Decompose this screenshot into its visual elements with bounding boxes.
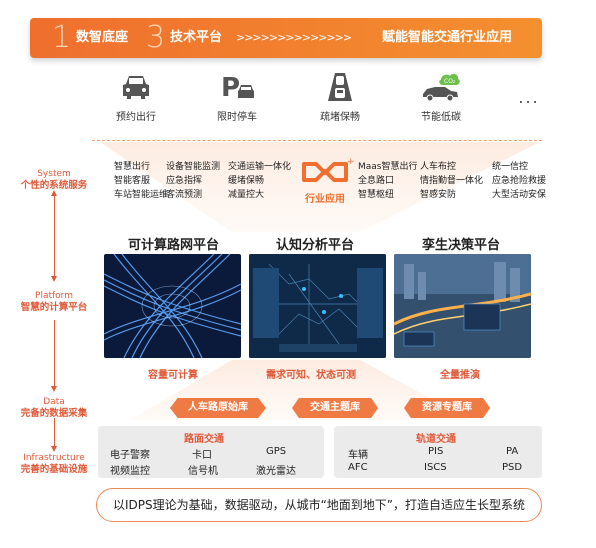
app-label: 限时停车 xyxy=(217,112,257,123)
system-item: 统一信控 xyxy=(492,162,529,172)
top-banner: 1 数智底座 3 技术平台 >>>>>>>>>>>>>> 赋能智能交通行业应用 xyxy=(30,18,542,58)
system-item: 智感安防 xyxy=(420,190,457,200)
industry-label: 行业应用 xyxy=(305,194,345,205)
platform-caption: 容量可计算 xyxy=(148,370,198,381)
app-eco: CO₂ 节能低碳 xyxy=(406,72,476,123)
axis-line xyxy=(54,418,55,448)
axis-line xyxy=(54,196,55,276)
infra-item: ISCS xyxy=(424,462,447,473)
infra-item: 视频监控 xyxy=(110,466,150,477)
parking-icon: P xyxy=(221,73,254,102)
system-col-1: 智慧出行 智能客服 车站智能运维 xyxy=(114,160,168,202)
system-item: 智能客服 xyxy=(114,176,151,186)
layer-en: System xyxy=(37,169,71,179)
twin-decision-image xyxy=(394,254,531,358)
system-item: 人车布控 xyxy=(420,162,457,172)
banner-number-1: 1 xyxy=(52,20,72,55)
platform-caption: 全量推演 xyxy=(440,370,480,381)
data-tag: 人车路原始库 xyxy=(170,398,266,418)
rail-transport-box: 轨道交通 车辆 PIS PA AFC ISCS PSD xyxy=(334,426,542,478)
banner-number-2: 3 xyxy=(146,20,166,55)
layer-zh: 个性的系统服务 xyxy=(20,180,88,191)
app-label: 预约出行 xyxy=(116,112,156,123)
infra-item: 激光雷达 xyxy=(256,466,296,477)
system-item: 智慧出行 xyxy=(114,162,151,172)
infra-item: 电子警察 xyxy=(110,450,150,461)
layer-en: Infrastructure xyxy=(23,453,85,463)
system-item: 缓堵保畅 xyxy=(228,176,265,186)
system-item: 情指勤督一体化 xyxy=(420,176,484,186)
banner-arrows: >>>>>>>>>>>>>> xyxy=(236,31,352,44)
system-item: 全息路口 xyxy=(358,176,395,186)
svg-text:+: + xyxy=(347,157,354,167)
data-tag: 交通主题库 xyxy=(292,398,378,418)
cognitive-map-image xyxy=(249,254,386,358)
layer-data: Data 完备的数据采集 xyxy=(4,396,104,420)
axis-arrow-down xyxy=(51,446,57,452)
infra-item: 卡口 xyxy=(192,450,212,461)
layer-zh: 完备的数据采集 xyxy=(20,408,88,419)
platform-title: 孪生决策平台 xyxy=(422,238,501,253)
system-item: 应急抢险救援 xyxy=(492,176,547,186)
layer-zh: 完善的基础设施 xyxy=(20,464,88,475)
svg-text:P: P xyxy=(221,73,240,102)
system-item: 交通运输一体化 xyxy=(228,162,292,172)
system-item: 智慧枢纽 xyxy=(358,190,395,200)
infra-title: 轨道交通 xyxy=(416,434,456,445)
system-item: 车站智能运维 xyxy=(114,190,169,200)
car-icon xyxy=(123,76,149,99)
banner-text-1: 数智底座 xyxy=(76,30,129,45)
axis-arrow-down xyxy=(51,386,57,392)
infra-item: 信号机 xyxy=(188,466,218,477)
svg-text:CO₂: CO₂ xyxy=(444,78,456,85)
app-traffic: 疏堵保畅 xyxy=(305,72,375,123)
app-label: 疏堵保畅 xyxy=(320,112,360,123)
layer-platform: Platform 智慧的计算平台 xyxy=(4,290,104,314)
axis-arrow-down xyxy=(51,276,57,282)
infra-item: PIS xyxy=(428,446,444,457)
system-item: Maas智慧出行 xyxy=(358,162,418,172)
road-network-image xyxy=(104,254,241,358)
system-col-2: 设备智能监测 应急指挥 客流预测 xyxy=(166,160,220,202)
layer-en: Platform xyxy=(35,291,73,301)
road-transport-box: 路面交通 电子警察 卡口 GPS 视频监控 信号机 激光雷达 xyxy=(98,426,324,478)
system-col-4: Maas智慧出行 全息路口 智慧枢纽 xyxy=(358,160,418,202)
system-item: 大型活动安保 xyxy=(492,190,547,200)
banner-text-2: 技术平台 xyxy=(170,30,223,45)
infra-item: PSD xyxy=(502,462,523,473)
eco-car-icon: CO₂ xyxy=(423,73,460,102)
layer-en: Data xyxy=(43,397,65,407)
banner-text-3: 赋能智能交通行业应用 xyxy=(382,30,513,45)
system-item: 客流预测 xyxy=(166,190,203,200)
system-item: 减量控大 xyxy=(228,190,265,200)
more-icon: ... xyxy=(518,88,540,107)
app-reservation: 预约出行 xyxy=(101,72,171,123)
axis-line xyxy=(54,320,55,390)
layer-infrastructure: Infrastructure 完善的基础设施 xyxy=(4,452,104,476)
axis-arrow-up xyxy=(51,190,57,196)
infinity-icon: + xyxy=(302,157,355,182)
system-col-6: 统一信控 应急抢险救援 大型活动安保 xyxy=(492,160,546,202)
platform-caption: 需求可知、状态可测 xyxy=(266,370,356,381)
data-tag: 资源专题库 xyxy=(404,398,490,418)
system-item: 设备智能监测 xyxy=(166,162,221,172)
industry-application: + 行业应用 xyxy=(296,156,355,205)
infra-title: 路面交通 xyxy=(184,434,224,445)
summary-statement: 以IDPS理论为基础，数据驱动，从城市“地面到地下”，打造自适应生长型系统 xyxy=(96,488,542,522)
infra-item: 车辆 xyxy=(348,450,368,461)
divider xyxy=(92,140,542,141)
layer-system: System 个性的系统服务 xyxy=(4,168,104,192)
infra-item: GPS xyxy=(266,446,287,457)
system-col-3: 交通运输一体化 缓堵保畅 减量控大 xyxy=(228,160,291,202)
road-icon xyxy=(328,73,352,101)
app-parking: P 限时停车 xyxy=(202,72,272,123)
infra-item: PA xyxy=(506,446,519,457)
platform-title: 可计算路网平台 xyxy=(128,238,220,253)
system-item: 应急指挥 xyxy=(166,176,203,186)
app-label: 节能低碳 xyxy=(421,112,461,123)
platform-title: 认知分析平台 xyxy=(276,238,355,253)
system-col-5: 人车布控 情指勤督一体化 智感安防 xyxy=(420,160,483,202)
infra-item: AFC xyxy=(348,462,368,473)
layer-zh: 智慧的计算平台 xyxy=(20,302,88,313)
